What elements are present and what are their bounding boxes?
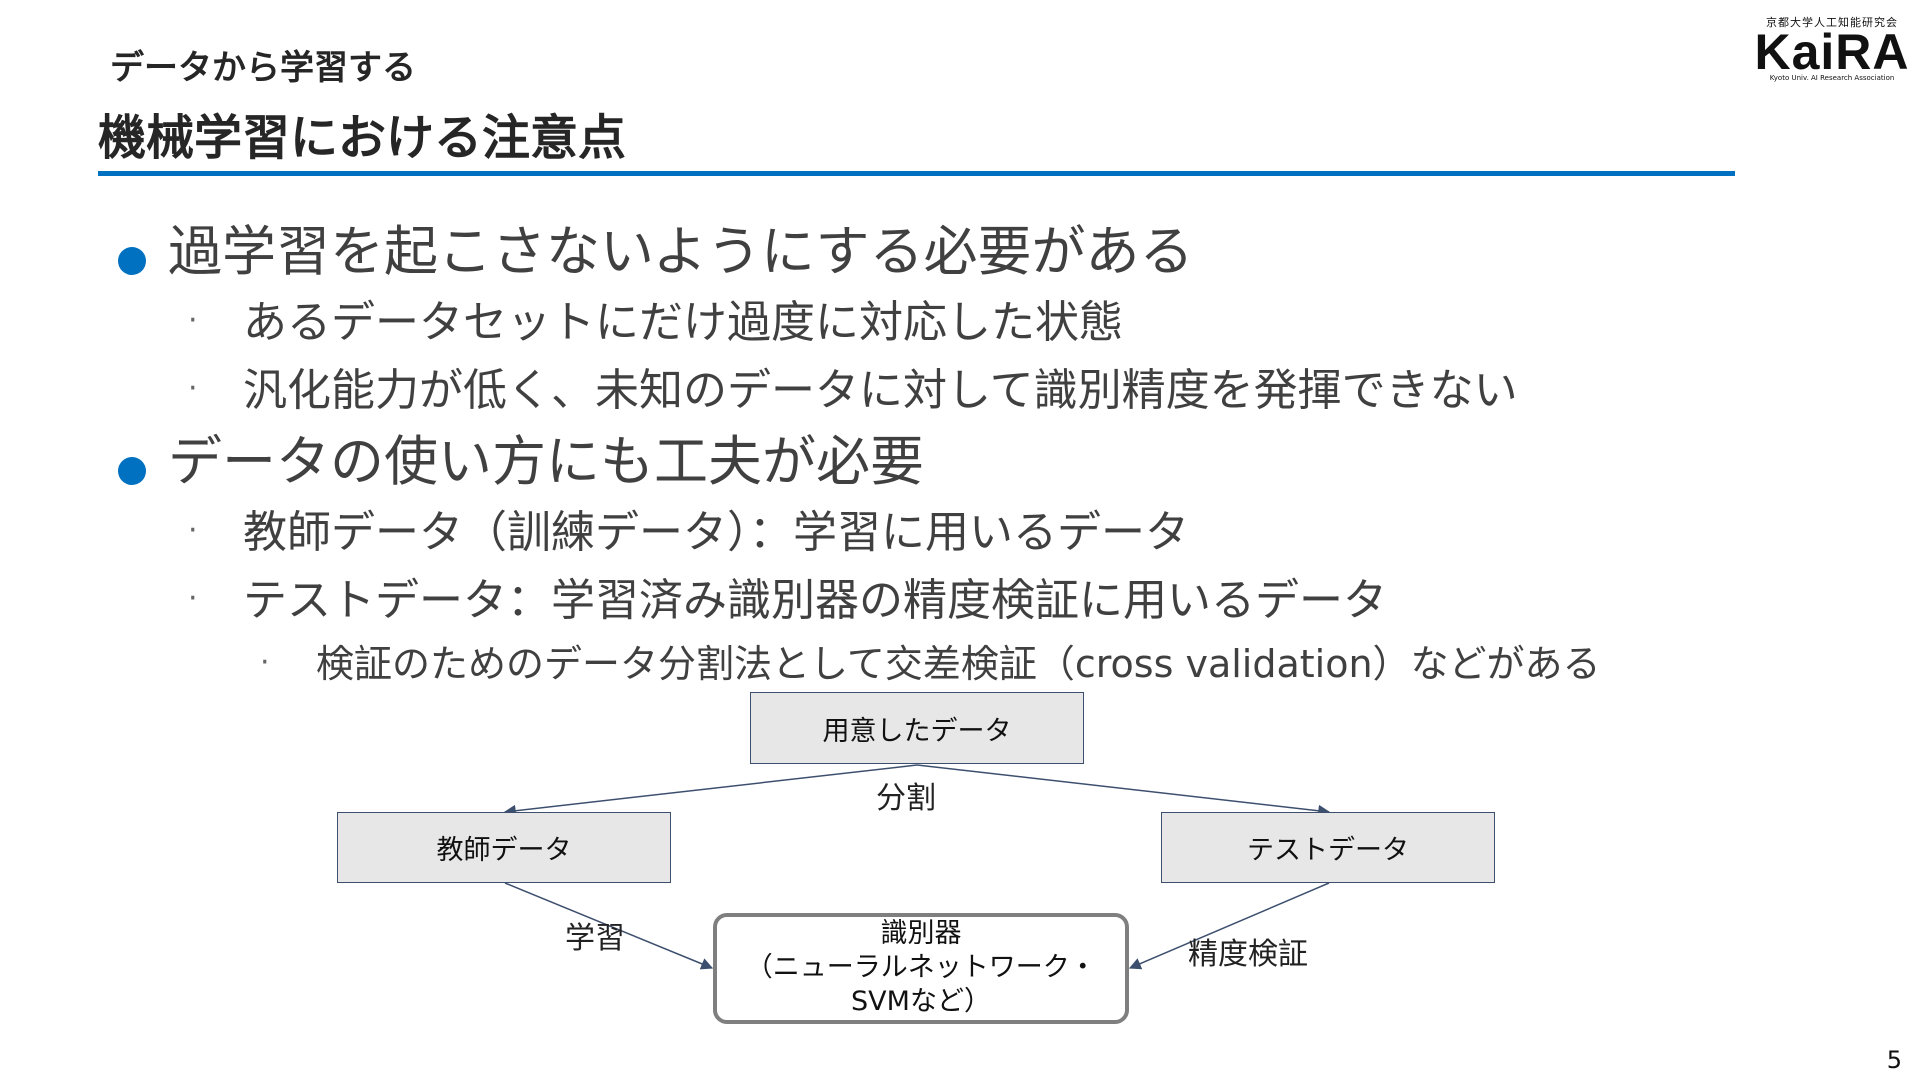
bullet-text: 過学習を起こさないようにする必要がある: [168, 220, 1194, 283]
logo-wordmark: KaiRA: [1754, 24, 1910, 80]
node-label-line: （ニューラルネットワーク・: [745, 952, 1097, 983]
bullet-text: データの使い方にも工夫が必要: [168, 430, 924, 493]
sub-sub-bullet-text: 検証のためのデータ分割法として交差検証（cross validation）などが…: [316, 642, 1601, 686]
sub-bullet: · あるデータセットにだけ過度に対応した状態: [188, 298, 1123, 350]
sub-bullet-marker: ·: [188, 581, 198, 616]
node-training-data: 教師データ: [337, 812, 671, 883]
sub-bullet: · 汎化能力が低く、未知のデータに対して識別精度を発揮できない: [188, 366, 1518, 418]
logo-org-name: 京都大学人工知能研究会: [1766, 16, 1898, 29]
sub-bullet: · 教師データ（訓練データ）：学習に用いるデータ: [188, 508, 1189, 560]
edge-label-verify: 精度検証: [1188, 937, 1308, 972]
sub-bullet-marker: ·: [188, 303, 198, 338]
sub-bullet-text: 汎化能力が低く、未知のデータに対して識別精度を発揮できない: [243, 365, 1518, 416]
bullet-overfitting: 過学習を起こさないようにする必要がある: [118, 222, 1193, 282]
edge-label-learn: 学習: [565, 921, 625, 956]
node-classifier: 識別器 （ニューラルネットワーク・ SVMなど）: [713, 913, 1129, 1024]
slide-subtitle: データから学習する: [110, 48, 416, 88]
node-label: 用意したデータ: [822, 715, 1012, 747]
node-label-line: 識別器: [880, 918, 962, 949]
arrow-train-to-classifier: [504, 882, 714, 970]
node-prepared-data: 用意したデータ: [750, 692, 1084, 764]
slide-title: 機械学習における注意点: [98, 110, 627, 166]
node-test-data: テストデータ: [1161, 812, 1495, 883]
node-label-line: SVMなど）: [851, 986, 991, 1017]
arrow-test-to-classifier: [1128, 882, 1330, 970]
sub-bullet-text: あるデータセットにだけ過度に対応した状態: [243, 297, 1123, 348]
arrow-split-to-train: [503, 764, 918, 817]
node-label: テストデータ: [1247, 835, 1409, 866]
sub-bullet-marker: ·: [188, 513, 198, 548]
arrow-split-to-test: [916, 764, 1331, 817]
title-underline: [98, 171, 1735, 176]
bullet-dot-icon: [118, 457, 146, 486]
sub-bullet: · テストデータ：学習済み識別器の精度検証に用いるデータ: [188, 576, 1387, 628]
edge-label-split: 分割: [876, 781, 936, 816]
bullet-dot-icon: [118, 247, 146, 276]
node-label: 教師データ: [436, 835, 572, 866]
kaira-logo: 京都大学人工知能研究会 KaiRA Kyoto Univ. AI Researc…: [1752, 14, 1912, 84]
page-number: 5: [1886, 1046, 1902, 1074]
logo-english-name: Kyoto Univ. AI Research Association: [1769, 74, 1895, 82]
sub-sub-bullet-marker: ·: [260, 644, 270, 680]
sub-bullet-marker: ·: [188, 371, 198, 406]
sub-bullet-text: テストデータ：学習済み識別器の精度検証に用いるデータ: [243, 575, 1387, 626]
bullet-data-usage: データの使い方にも工夫が必要: [118, 432, 924, 492]
sub-sub-bullet: · 検証のためのデータ分割法として交差検証（cross validation）など…: [260, 642, 1601, 689]
sub-bullet-text: 教師データ（訓練データ）：学習に用いるデータ: [243, 507, 1189, 558]
